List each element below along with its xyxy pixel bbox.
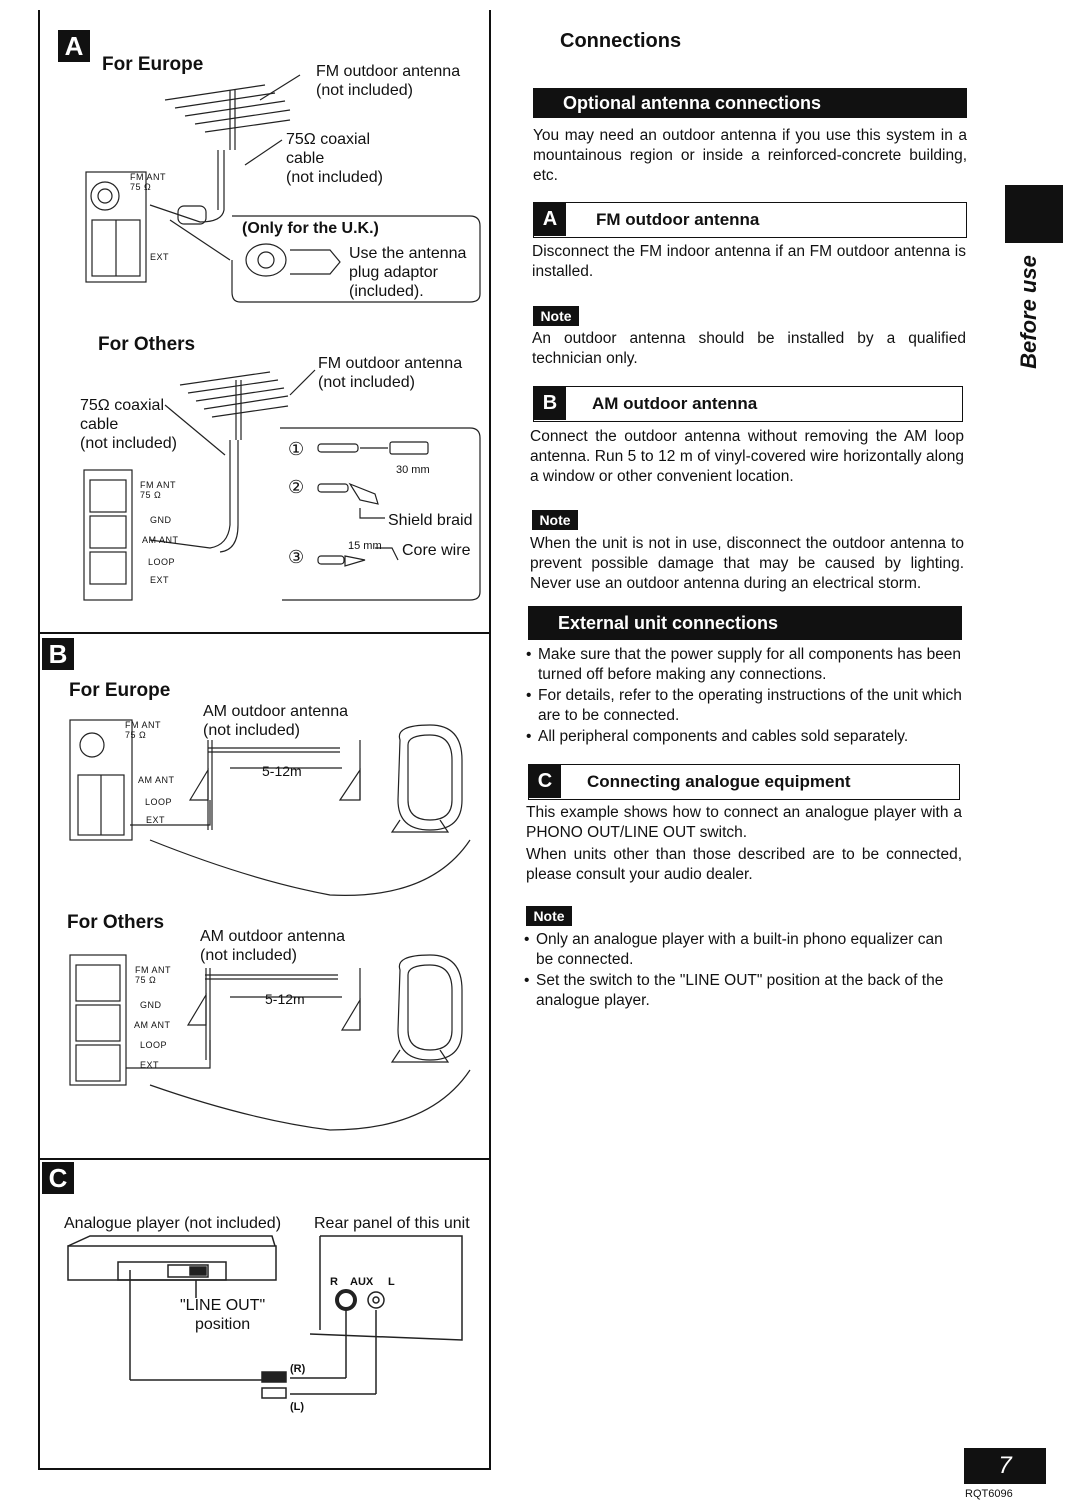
coax-label: 75Ω coaxial cable (not included) [286,131,383,186]
am-antenna-label-2: AM outdoor antenna (not included) [200,928,345,964]
note-2-text: When the unit is not in use, disconnect … [530,535,964,592]
page-number: 7 [964,1448,1046,1484]
loop-jack-label-b2: LOOP [140,1040,168,1050]
for-europe-heading-a: For Europe [102,54,204,75]
fm-ant-jack-label-b2: FM ANT 75 Ω [135,965,171,985]
note-badge-3: Note [526,906,572,926]
before-use-side-label: Before use [1016,255,1041,369]
gnd-jack-label-a: GND [150,515,172,525]
fm-section-title: FM outdoor antenna [596,210,760,229]
section-divider-ab [38,632,491,634]
am-ant-jack-label-b: AM ANT [138,775,175,785]
note-badge-1: Note [533,306,579,326]
section-b-marker: B [42,638,74,670]
fm-ant-jack-label-b: FM ANT 75 Ω [125,720,161,740]
external-bullet-2: For details, refer to the operating inst… [526,686,962,726]
page-title: Connections [560,30,682,52]
loop-jack-label-a: LOOP [148,557,176,567]
section-divider-bc [38,1158,491,1160]
coax-label-2: 75Ω coaxial cable (not included) [80,397,177,452]
note-3-bullet-1: Only an analogue player with a built-in … [524,930,960,970]
fm-antenna-label-2: FM outdoor antenna (not included) [318,355,463,391]
strip-15mm-label: 15 mm [348,540,382,552]
line-out-position-label: "LINE OUT" position [180,1297,266,1333]
uk-only-title: (Only for the U.K.) [242,220,379,237]
note-3-bullets: Only an analogue player with a built-in … [524,930,960,1012]
distance-label-2: 5-12m [265,991,305,1007]
note-badge-2: Note [532,510,578,530]
fm-ant-jack-label-a: FM ANT 75 Ω [130,172,166,192]
optional-antenna-banner: Optional antenna connections [533,88,967,118]
am-section-letter: B [534,387,566,420]
ext-jack-label-b2: EXT [140,1060,160,1070]
plug-l-label: (L) [290,1401,305,1413]
core-wire-label: Core wire [402,542,471,559]
step-2-marker: ② [288,477,305,497]
for-europe-heading-b: For Europe [69,680,171,701]
ext-jack-label-a2: EXT [150,575,170,585]
fm-section-text: Disconnect the FM indoor antenna if an F… [532,243,966,280]
am-ant-jack-label-b2: AM ANT [134,1020,171,1030]
external-bullets: Make sure that the power supply for all … [526,645,962,748]
am-section-text: Connect the outdoor antenna without remo… [530,428,964,485]
section-a-marker: A [58,30,90,62]
aux-l-label: L [388,1276,395,1288]
am-outdoor-antenna-heading: B AM outdoor antenna [533,386,963,422]
fm-section-letter: A [534,203,566,236]
section-c-marker: C [42,1162,74,1194]
aux-r-label: R [330,1276,338,1288]
analogue-equipment-heading: C Connecting analogue equipment [528,764,960,800]
rear-panel-label: Rear panel of this unit [314,1215,470,1232]
loop-jack-label-b: LOOP [145,797,173,807]
gnd-jack-label-b: GND [140,1000,162,1010]
fm-ant-jack-label-a2: FM ANT 75 Ω [140,480,176,500]
ext-jack-label-a: EXT [150,252,170,262]
for-others-heading-a: For Others [98,334,196,355]
analogue-text-2: When units other than those described ar… [526,846,962,883]
analogue-player-label: Analogue player (not included) [64,1215,282,1232]
uk-adaptor-text: Use the antenna plug adaptor (included). [349,245,467,300]
antenna-intro-text: You may need an outdoor antenna if you u… [533,127,967,184]
ext-jack-label-b: EXT [146,815,166,825]
external-bullet-1: Make sure that the power supply for all … [526,645,962,685]
analogue-section-letter: C [529,765,561,798]
for-others-heading-b: For Others [67,912,165,933]
svg-text:Before use: Before use [1016,255,1041,369]
aux-label: AUX [350,1276,374,1288]
document-code: RQT6096 [965,1488,1013,1500]
step-1-marker: ① [288,439,305,459]
fm-antenna-label: FM outdoor antenna (not included) [316,63,461,99]
plug-r-label: (R) [290,1363,306,1375]
fm-outdoor-antenna-heading: A FM outdoor antenna [533,202,967,238]
side-tab-block [1005,185,1063,243]
note-3-bullet-2: Set the switch to the "LINE OUT" positio… [524,971,960,1011]
analogue-text-1: This example shows how to connect an ana… [526,804,962,841]
note-1-text: An outdoor antenna should be installed b… [532,330,966,367]
left-diagram-panel [38,10,491,1470]
am-ant-jack-label-a: AM ANT [142,535,179,545]
step-3-marker: ③ [288,547,305,567]
external-unit-banner: External unit connections [528,606,962,640]
strip-30mm-label: 30 mm [396,464,430,476]
am-section-title: AM outdoor antenna [592,394,758,413]
analogue-section-title: Connecting analogue equipment [587,772,851,791]
shield-braid-label: Shield braid [388,512,473,529]
distance-label: 5-12m [262,763,302,779]
external-bullet-3: All peripheral components and cables sol… [526,727,962,747]
am-antenna-label: AM outdoor antenna (not included) [203,703,348,739]
